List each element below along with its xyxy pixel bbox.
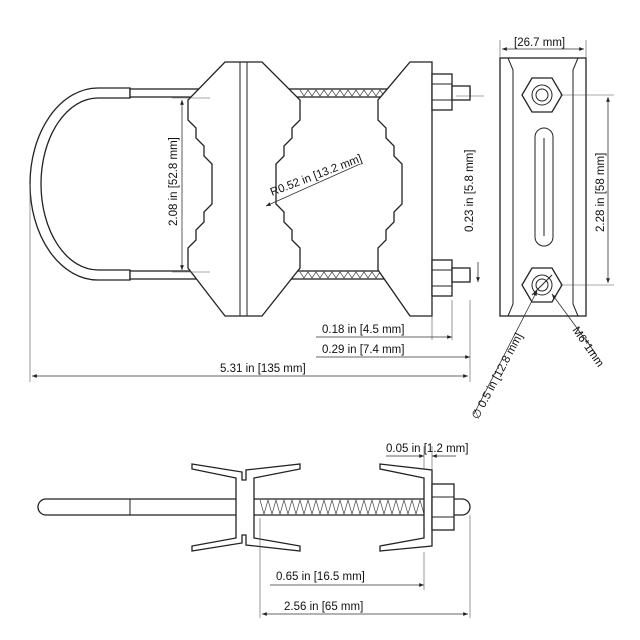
dim-plate-thickness: 0.05 in [1.2 mm] (386, 443, 468, 455)
dim-radius: R0.52 in [13.2 mm] (269, 153, 364, 199)
nut-bottom (431, 259, 453, 297)
dim-inner-length: 0.65 in [16.5 mm] (276, 571, 365, 583)
v-block-right (377, 61, 433, 317)
side-nut-top (521, 77, 563, 113)
dim-offset: 0.23 in [5.8 mm] (464, 150, 476, 232)
bracket-left (191, 463, 301, 552)
bottom-view (37, 463, 471, 552)
dim-bolt-spacing: 2.28 in [58 mm] (595, 153, 607, 232)
nut-top (431, 73, 453, 111)
v-block-left (187, 61, 301, 317)
dim-clamp-height: 2.08 in [52.8 mm] (168, 137, 180, 226)
dim-bolt-end: 0.29 in [7.4 mm] (322, 344, 404, 356)
dim-overall-depth: 2.56 in [65 mm] (284, 601, 363, 613)
bottom-dimensions: 0.05 in [1.2 mm] 0.65 in [16.5 mm] 2.56 … (259, 443, 471, 618)
dim-nut-height: 0.18 in [4.5 mm] (322, 324, 404, 336)
dim-thread: M6*1mm (570, 325, 606, 370)
dim-total-length: 5.31 in [135 mm] (220, 363, 306, 375)
front-view (29, 61, 471, 317)
side-view (499, 57, 587, 317)
side-slot (534, 127, 554, 247)
dim-top-width: [26.7 mm] (514, 37, 565, 49)
u-bolt (29, 87, 131, 281)
nut-side (431, 483, 455, 531)
dim-hole-diameter: ∅ 0.5 in [12.8 mm] (470, 331, 526, 421)
